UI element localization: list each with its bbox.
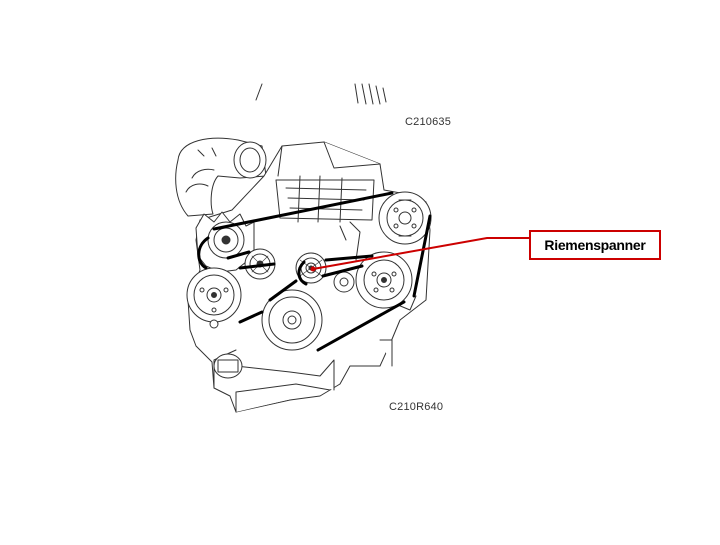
sketch-mark [375,85,381,105]
sketch-mark [354,83,359,104]
sketch-mark [368,83,374,105]
callout-label: Riemenspanner [544,237,646,253]
intake-pipe [175,137,267,217]
idler-pulley-left [244,248,276,280]
ac-compressor-pulley [378,191,432,245]
oil-cap [213,353,243,379]
callout-box: Riemenspanner [529,230,661,260]
power-steering-pulley [186,267,242,329]
serpentine-belt [197,191,432,352]
callout-target-dot [310,266,316,272]
sketch-mark [361,83,367,105]
callout-leader [312,237,530,270]
diagram-code-bottom: C210R640 [389,401,444,413]
crankshaft-pulley [261,289,323,351]
diagram-code-top: C210635 [405,116,452,128]
sketch-mark [255,83,263,101]
water-pump-pulley [355,251,413,309]
idler-pulley-right [333,271,355,293]
sketch-mark [382,87,387,103]
